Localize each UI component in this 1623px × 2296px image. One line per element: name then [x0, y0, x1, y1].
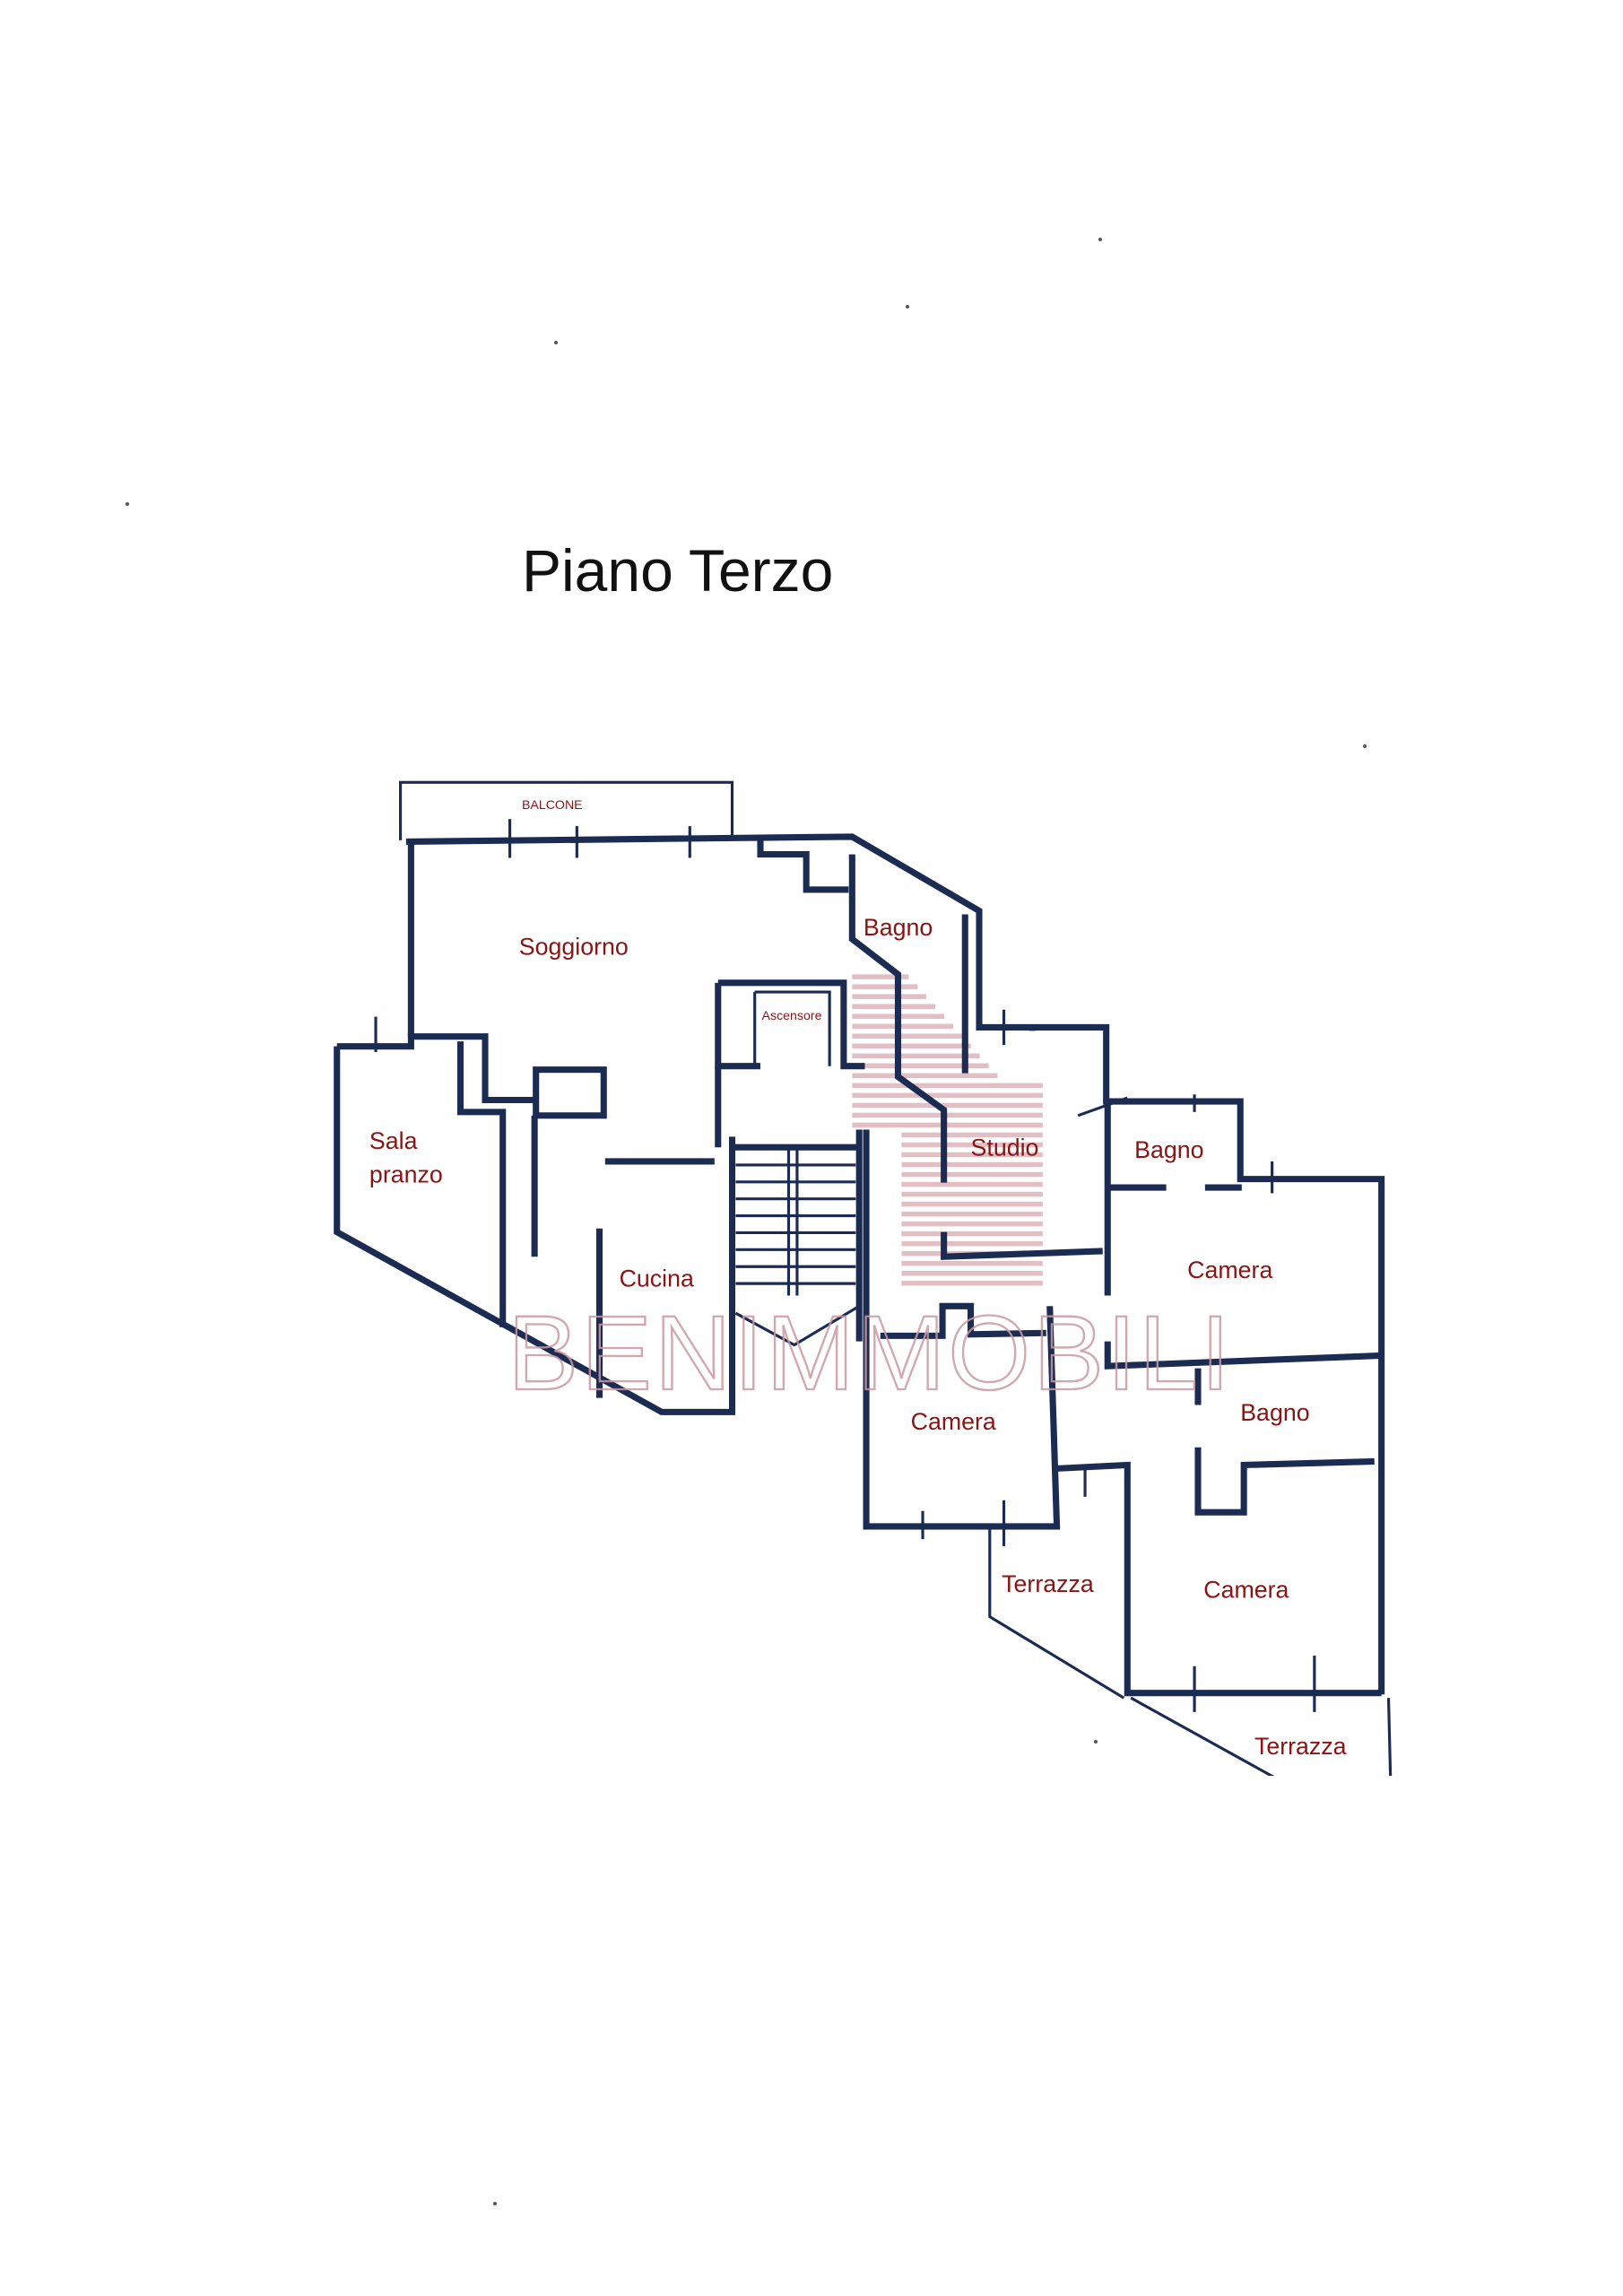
- watermark-stripe: [901, 1270, 1043, 1276]
- watermark-stripe: [852, 1102, 1043, 1109]
- watermark-stripe: [852, 1004, 936, 1009]
- label-camera-1: Camera: [1187, 1257, 1272, 1283]
- label-terrazza-2: Terrazza: [1254, 1733, 1347, 1760]
- watermark-stripe: [852, 1043, 971, 1049]
- watermark-stripe: [901, 1152, 1043, 1158]
- room-labels: BALCONE Soggiorno Bagno Ascensore Sala p…: [369, 798, 1347, 1760]
- watermark-stripe: [852, 994, 927, 999]
- label-terrazza-1: Terrazza: [1002, 1570, 1094, 1597]
- label-soggiorno: Soggiorno: [519, 933, 629, 960]
- label-ascensore: Ascensore: [762, 1009, 822, 1023]
- watermark-stripe: [901, 1161, 1043, 1168]
- watermark-stripe: [901, 1211, 1043, 1217]
- label-bagno-2: Bagno: [1134, 1136, 1203, 1163]
- watermark-stripe: [852, 984, 918, 989]
- watermark-stripe: [901, 1221, 1043, 1227]
- watermark-stripe: [901, 1260, 1043, 1266]
- label-studio: Studio: [971, 1135, 1039, 1161]
- watermark-stripe: [852, 1063, 989, 1069]
- watermark-stripe: [852, 1023, 953, 1029]
- watermark-stripe: [852, 1053, 980, 1059]
- label-camera-3: Camera: [1203, 1576, 1289, 1603]
- watermark-stripe: [901, 1142, 1043, 1148]
- floor-plan: BALCONE Soggiorno Bagno Ascensore Sala p…: [334, 780, 1393, 1776]
- watermark-stripe: [852, 1073, 998, 1079]
- watermark-stripe: [901, 1181, 1043, 1187]
- watermark-stripe: [901, 1132, 1043, 1138]
- watermark-stripe: [901, 1240, 1043, 1247]
- watermark-stripe: [901, 1280, 1043, 1286]
- label-cucina: Cucina: [620, 1265, 694, 1292]
- watermark-stripe: [852, 1033, 962, 1039]
- watermark-stripe: [901, 1201, 1043, 1207]
- watermark-stripe: [852, 974, 909, 979]
- watermark-text: BENIMMOBILI: [508, 1294, 1233, 1413]
- label-bagno-3: Bagno: [1240, 1399, 1309, 1426]
- walls: [334, 780, 1393, 1776]
- label-sala-pranzo-1: Sala: [369, 1127, 418, 1154]
- watermark-stripe: [901, 1231, 1043, 1237]
- floor-title: Piano Terzo: [522, 537, 834, 604]
- watermark-stripe: [852, 1112, 1043, 1118]
- watermark-stripe: [852, 1083, 1043, 1089]
- label-bagno-1: Bagno: [864, 914, 933, 941]
- label-balcone: BALCONE: [522, 798, 583, 813]
- label-camera-2: Camera: [911, 1408, 996, 1435]
- label-sala-pranzo-2: pranzo: [369, 1161, 443, 1188]
- watermark-logo: [852, 974, 1043, 1286]
- watermark-stripe: [852, 1122, 1043, 1128]
- watermark-stripe: [852, 1092, 1043, 1099]
- watermark-stripe: [901, 1171, 1043, 1178]
- watermark-stripe: [901, 1191, 1043, 1197]
